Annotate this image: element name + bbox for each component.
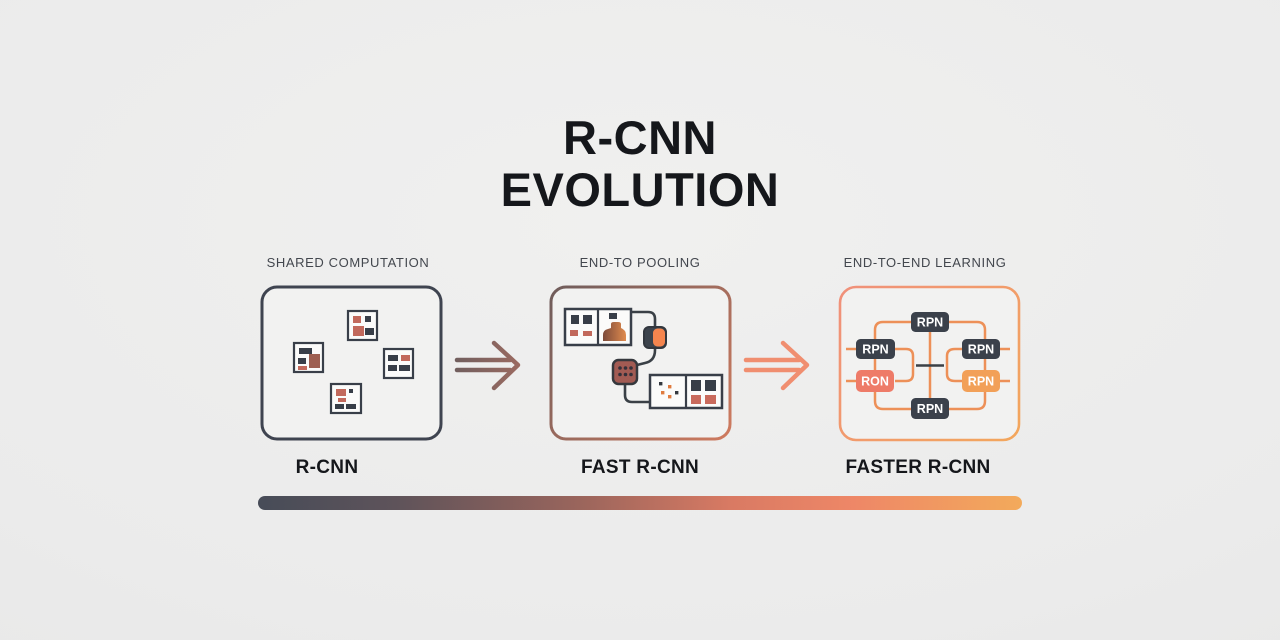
rpn-node-right-lower-label: RPN xyxy=(968,375,994,389)
arrow-icon-stage2-to-stage3 xyxy=(741,338,831,399)
rpn-nodes: RPN RPN RON RPN RPN RPN xyxy=(856,312,1000,419)
page-title: R-CNN EVOLUTION xyxy=(0,112,1280,216)
stage1-name: R-CNN xyxy=(295,457,359,478)
stage3-panel-faster-rcnn: RPN RPN RON RPN RPN RPN xyxy=(838,285,1021,447)
title-line2: EVOLUTION xyxy=(500,163,780,216)
rcnn-diagram xyxy=(260,285,443,441)
region-proposal-4 xyxy=(329,382,363,415)
rpn-node-bottom-label: RPN xyxy=(917,402,943,416)
fast-rcnn-diagram xyxy=(549,285,732,441)
region-proposal-2 xyxy=(292,341,325,374)
ron-node-left-lower xyxy=(856,370,894,392)
rpn-node-right-upper xyxy=(962,339,1000,359)
stage2-caption: END-TO POOLING xyxy=(579,255,701,270)
faster-rcnn-diagram: RPN RPN RON RPN RPN RPN xyxy=(838,285,1021,442)
region-proposal-3 xyxy=(382,347,415,380)
rpn-node-right-lower xyxy=(962,370,1000,392)
arrow-icon-stage1-to-stage2 xyxy=(452,338,542,399)
ron-node-left-lower-label: RON xyxy=(861,375,889,389)
rpn-node-left-upper-label: RPN xyxy=(862,343,888,357)
stage3-name: FASTER R-CNN xyxy=(845,457,991,478)
stage1-caption: SHARED COMPUTATION xyxy=(266,255,430,270)
roi-node xyxy=(643,326,667,349)
rpn-node-bottom xyxy=(911,398,949,419)
pooling-node xyxy=(611,358,639,386)
title-line1: R-CNN xyxy=(563,111,717,164)
region-proposal-1 xyxy=(346,309,379,342)
stage2-panel-fast-rcnn xyxy=(549,285,732,446)
rpn-node-left-upper xyxy=(856,339,895,359)
rpn-node-right-upper-label: RPN xyxy=(968,343,994,357)
rpn-node-top xyxy=(911,312,949,332)
double-arrow-icon xyxy=(454,340,521,391)
stage1-panel-rcnn xyxy=(260,285,443,446)
stage3-caption: END-TO-END LEARNING xyxy=(843,255,1007,270)
output-block xyxy=(648,373,724,410)
double-arrow-icon xyxy=(743,340,810,391)
stage2-name: FAST R-CNN xyxy=(580,457,700,478)
evolution-timeline-bar xyxy=(258,496,1022,510)
rcnn-panel-border xyxy=(260,285,443,441)
rpn-node-top-label: RPN xyxy=(917,316,943,330)
feature-map-block xyxy=(563,307,633,347)
